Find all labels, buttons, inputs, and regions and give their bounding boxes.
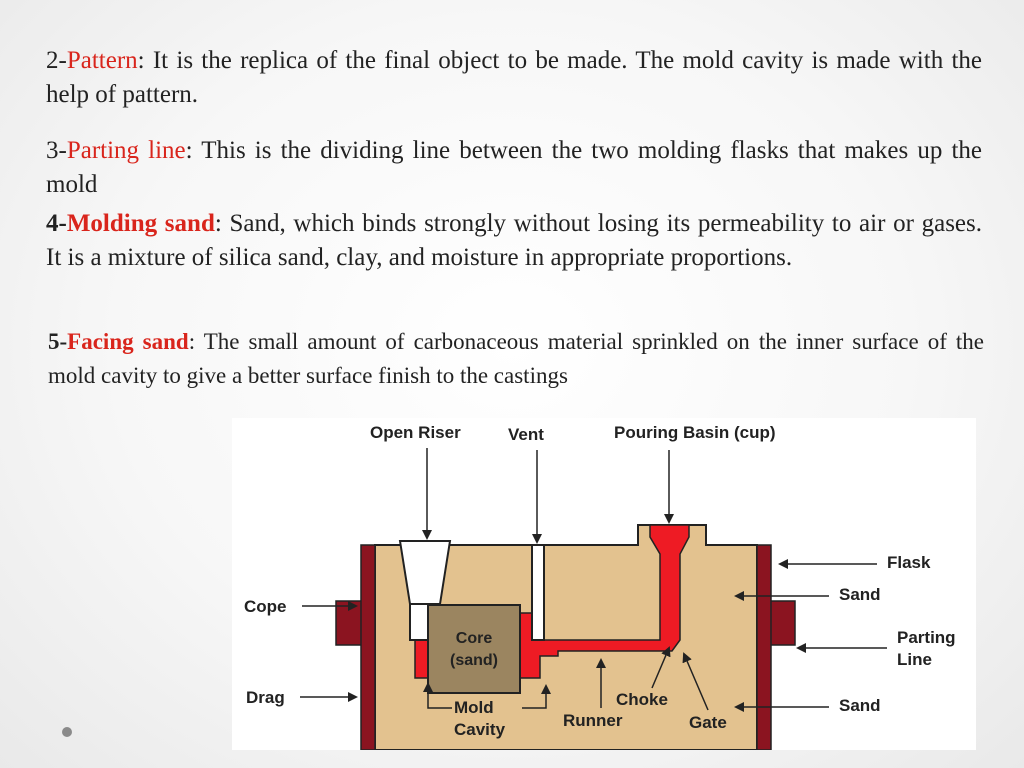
term-facing-sand: Facing sand <box>67 329 189 354</box>
label-cavity: Cavity <box>454 720 506 739</box>
label-pouring-basin: Pouring Basin (cup) <box>614 423 776 442</box>
separator: : <box>137 47 153 74</box>
term-molding-sand: Molding sand <box>66 210 215 237</box>
label-core-sand: (sand) <box>450 652 498 669</box>
label-drag: Drag <box>246 688 285 707</box>
flask-ear-right <box>768 600 796 646</box>
separator: : <box>185 137 202 164</box>
definition-pattern: 2-Pattern: It is the replica of the fina… <box>46 44 982 112</box>
label-flask: Flask <box>887 553 931 572</box>
label-parting: Parting <box>897 628 956 647</box>
open-riser <box>398 540 452 605</box>
label-core: Core <box>456 630 493 647</box>
label-line: Line <box>897 650 932 669</box>
definition-parting-line: 3-Parting line: This is the dividing lin… <box>46 134 982 202</box>
label-gate: Gate <box>689 713 727 732</box>
definition-text: Sand, which binds strongly without losin… <box>46 210 983 271</box>
item-number: 5- <box>48 329 68 354</box>
label-cope: Cope <box>244 597 287 616</box>
definition-text: It is the replica of the final object to… <box>46 47 982 108</box>
arrow-gate <box>682 652 709 711</box>
flask-ear-left <box>335 600 363 646</box>
core <box>427 604 521 694</box>
arrow-mold-cavity-right <box>522 684 551 709</box>
item-number: 2- <box>46 47 67 74</box>
label-open-riser: Open Riser <box>370 423 461 442</box>
sand-mold-diagram: Core (sand) Open Riser Vent Pouring Basi… <box>232 418 976 751</box>
arrow-choke <box>651 646 671 689</box>
label-sand-drag: Sand <box>839 696 881 715</box>
label-sand-cope: Sand <box>839 585 881 604</box>
arrow-mold-cavity-left <box>423 682 452 709</box>
flask-wall-left <box>360 544 376 751</box>
definition-text: The small amount of carbonaceous materia… <box>48 329 984 388</box>
term-pattern: Pattern <box>66 47 138 74</box>
slide-bullet-dot <box>62 727 72 737</box>
mold-diagram-svg: Core (sand) Open Riser Vent Pouring Basi… <box>244 423 956 751</box>
definition-text: This is the dividing line between the tw… <box>46 137 982 198</box>
vent <box>531 544 545 641</box>
label-mold: Mold <box>454 698 494 717</box>
definition-molding-sand: 4-Molding sand: Sand, which binds strong… <box>46 207 982 275</box>
term-parting-line: Parting line <box>66 137 186 164</box>
separator: : <box>188 329 204 354</box>
label-choke: Choke <box>616 690 668 709</box>
separator: : <box>214 210 230 237</box>
item-number: 4- <box>46 210 67 237</box>
label-runner: Runner <box>563 711 623 730</box>
label-vent: Vent <box>508 425 544 444</box>
flask-wall-right <box>756 544 772 751</box>
definition-facing-sand: 5-Facing sand: The small amount of carbo… <box>48 325 984 393</box>
item-number: 3- <box>46 137 67 164</box>
